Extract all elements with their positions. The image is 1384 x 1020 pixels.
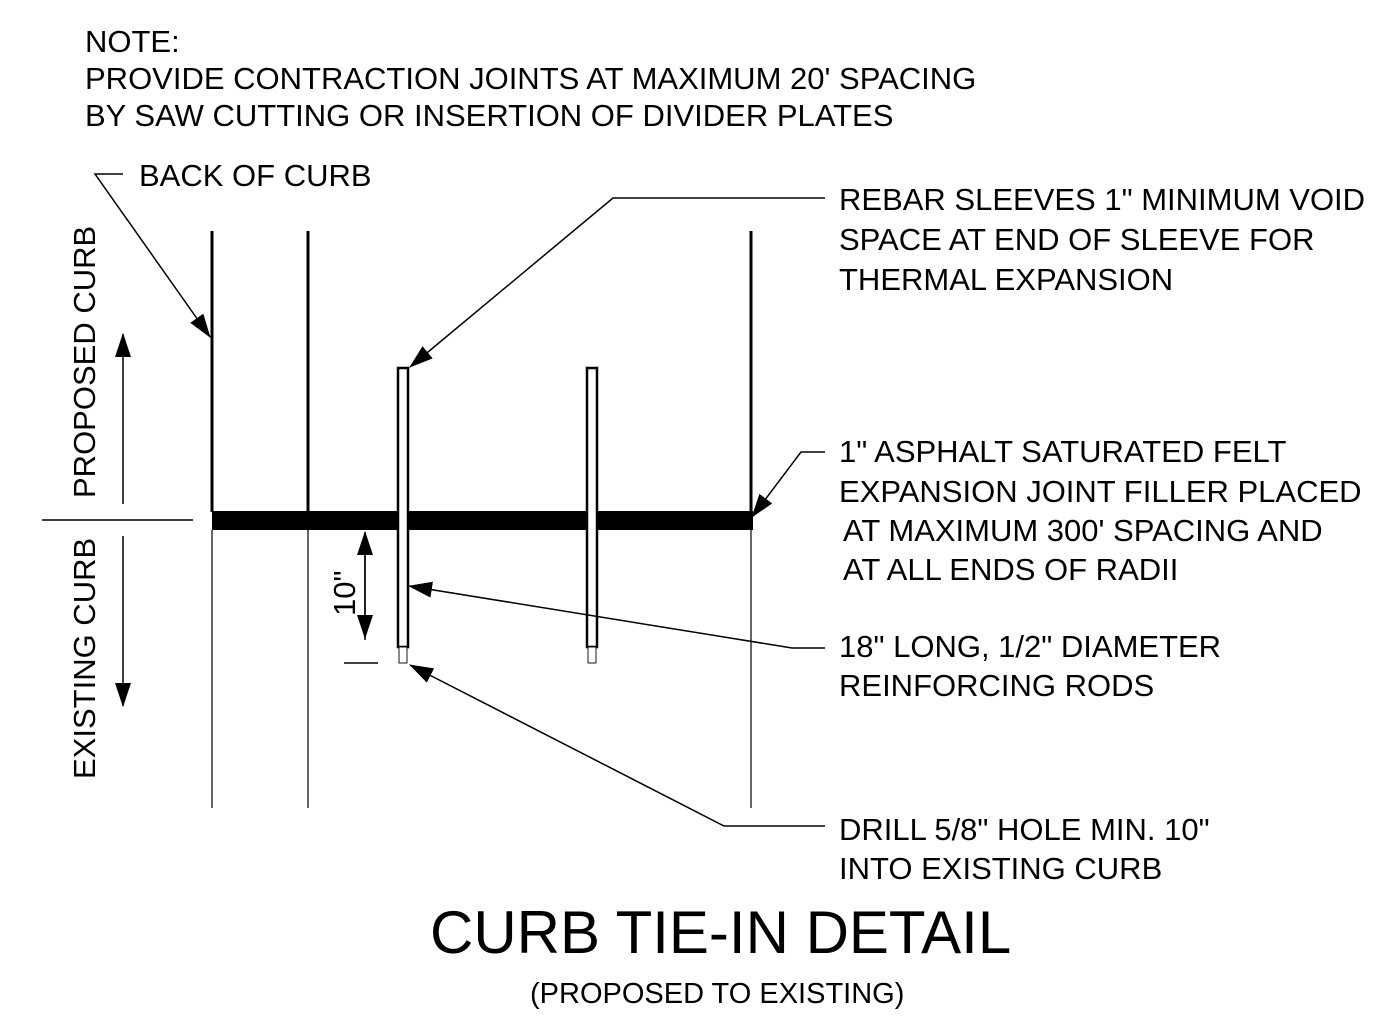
drawing-title: CURB TIE-IN DETAIL <box>430 899 1012 966</box>
rebar-sleeves-line-1: REBAR SLEEVES 1" MINIMUM VOID <box>839 182 1366 217</box>
drill-hole-2 <box>587 646 597 664</box>
dimension-label-10in: 10" <box>327 570 362 617</box>
note-line-2: BY SAW CUTTING OR INSERTION OF DIVIDER P… <box>85 98 894 133</box>
back-of-curb-label: BACK OF CURB <box>139 158 372 193</box>
expansion-joint-filler <box>212 511 753 530</box>
drill-hole-line-2: INTO EXISTING CURB <box>839 851 1163 886</box>
reinforcing-rods-leader <box>408 581 825 649</box>
back-of-curb-leader <box>93 173 211 338</box>
reinforcing-rods-line-1: 18" LONG, 1/2" DIAMETER <box>839 629 1222 664</box>
rebar-sleeves-leader <box>409 197 825 368</box>
rebar-sleeves-line-2: SPACE AT END OF SLEEVE FOR <box>839 222 1315 257</box>
rebar-sleeves-line-3: THERMAL EXPANSION <box>839 262 1174 297</box>
rebar-sleeve-1 <box>396 366 410 649</box>
rebar-sleeve-2 <box>585 366 599 649</box>
drawing-subtitle: (PROPOSED TO EXISTING) <box>530 978 905 1010</box>
drill-hole-line-1: DRILL 5/8" HOLE MIN. 10" <box>839 812 1210 847</box>
expansion-joint-line-4: AT ALL ENDS OF RADII <box>843 552 1179 587</box>
expansion-joint-line-1: 1" ASPHALT SATURATED FELT <box>839 434 1287 469</box>
note-line-1: PROVIDE CONTRACTION JOINTS AT MAXIMUM 20… <box>85 61 977 96</box>
drill-hole-leader <box>409 664 825 827</box>
expansion-joint-leader <box>751 451 825 518</box>
proposed-curb-label: PROPOSED CURB <box>67 225 102 498</box>
note-heading: NOTE: <box>85 24 180 59</box>
existing-curb-label: EXISTING CURB <box>67 537 102 779</box>
expansion-joint-line-3: AT MAXIMUM 300' SPACING AND <box>843 513 1323 548</box>
reinforcing-rods-line-2: REINFORCING RODS <box>839 668 1155 703</box>
expansion-joint-line-2: EXPANSION JOINT FILLER PLACED <box>839 474 1362 509</box>
drill-hole-1 <box>398 646 408 664</box>
